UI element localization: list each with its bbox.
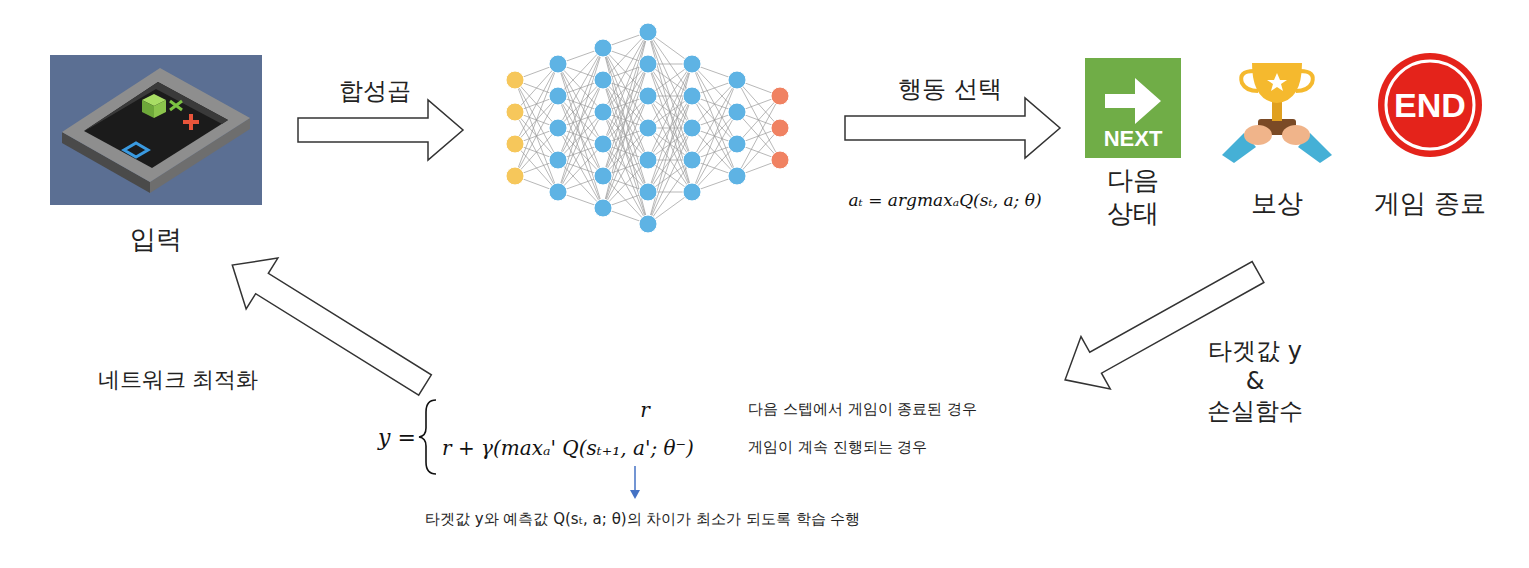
curly-brace	[419, 400, 436, 474]
hollow-arrow	[298, 100, 463, 160]
network-neuron	[683, 119, 701, 137]
network-link	[648, 32, 692, 192]
network-link	[692, 80, 737, 128]
network-neuron	[594, 39, 612, 57]
network-neuron	[594, 167, 612, 185]
network-link	[558, 144, 603, 192]
network-neuron	[594, 103, 612, 121]
target-formula: y =	[378, 424, 416, 452]
target-formula: r + γ(maxₐ' Q(sₜ₊₁, a'; θ⁻)	[442, 436, 694, 461]
network-link	[603, 160, 648, 208]
network-link	[648, 64, 692, 224]
network-neuron	[549, 87, 567, 105]
network-neuron	[506, 167, 524, 185]
network-link	[737, 128, 780, 176]
network-link	[515, 64, 558, 112]
network-link	[603, 32, 648, 80]
game-end-icon: END게임 종료	[1378, 53, 1482, 157]
icon-text: NEXT	[1104, 128, 1163, 150]
network-neuron	[639, 23, 657, 41]
node-caption: 입력	[130, 223, 182, 256]
arrow-label: 네트워크 최적화	[98, 366, 259, 394]
hollow-arrow	[1050, 246, 1272, 406]
network-link	[737, 96, 780, 144]
network-neuron	[594, 135, 612, 153]
network-neuron	[771, 119, 789, 137]
input-picture-node: 입력	[50, 55, 262, 205]
network-neuron	[549, 183, 567, 201]
network-link	[603, 176, 648, 224]
network-neuron	[771, 151, 789, 169]
network-link	[648, 128, 692, 224]
action-formula: aₜ = argmaxₐQ(sₜ, a; θ)	[848, 190, 1041, 211]
network-link	[515, 144, 558, 192]
network-neuron	[594, 199, 612, 217]
network-neuron	[728, 167, 746, 185]
network-link	[692, 64, 737, 112]
network-neuron	[683, 55, 701, 73]
network-neuron	[639, 119, 657, 137]
network-neuron	[683, 183, 701, 201]
arrow-label: 행동 선택	[898, 74, 1002, 104]
network-neuron	[506, 71, 524, 89]
node-caption: 보상	[1251, 187, 1303, 220]
formula-note: 게임이 계속 진행되는 경우	[748, 438, 927, 457]
network-neuron	[683, 87, 701, 105]
network-neuron	[771, 87, 789, 105]
hollow-arrow	[845, 98, 1060, 158]
network-neuron	[639, 183, 657, 201]
training-note: 타겟값 y와 예측값 Q(sₜ, a; θ)의 차이가 최소가 되도록 학습 수…	[425, 510, 861, 529]
small-down-arrow	[630, 466, 640, 499]
network-neuron	[639, 215, 657, 233]
network-neuron	[549, 55, 567, 73]
network-link	[648, 32, 692, 128]
next-state-icon: NEXT다음 상태	[1085, 58, 1181, 158]
arrow-label: 타겟값 y & 손실함수	[1207, 336, 1303, 426]
game-scene-picture	[50, 55, 262, 205]
network-link	[648, 64, 692, 160]
network-neuron	[506, 103, 524, 121]
network-neuron	[728, 103, 746, 121]
network-link	[558, 160, 603, 208]
network-link	[558, 48, 603, 96]
target-formula: r	[640, 398, 650, 423]
reward-icon: 보상	[1222, 55, 1332, 163]
network-neuron	[639, 87, 657, 105]
network-neuron	[594, 71, 612, 89]
network-link	[515, 128, 558, 176]
arrow-label: 합성곱	[339, 76, 411, 106]
network-neuron	[639, 55, 657, 73]
network-neuron	[639, 151, 657, 169]
trophy-picture	[1222, 63, 1332, 163]
neural-network-picture	[506, 23, 789, 233]
node-caption: 다음 상태	[1107, 164, 1159, 229]
network-link	[692, 144, 737, 192]
network-neuron	[506, 135, 524, 153]
network-link	[737, 80, 780, 128]
network-neuron	[549, 119, 567, 137]
network-link	[648, 64, 692, 160]
network-neuron	[728, 135, 746, 153]
icon-text: END	[1394, 88, 1466, 122]
network-neuron	[683, 151, 701, 169]
network-neuron	[549, 151, 567, 169]
network-neuron	[728, 71, 746, 89]
node-caption: 게임 종료	[1374, 187, 1486, 220]
formula-note: 다음 스텝에서 게임이 종료된 경우	[748, 400, 977, 419]
